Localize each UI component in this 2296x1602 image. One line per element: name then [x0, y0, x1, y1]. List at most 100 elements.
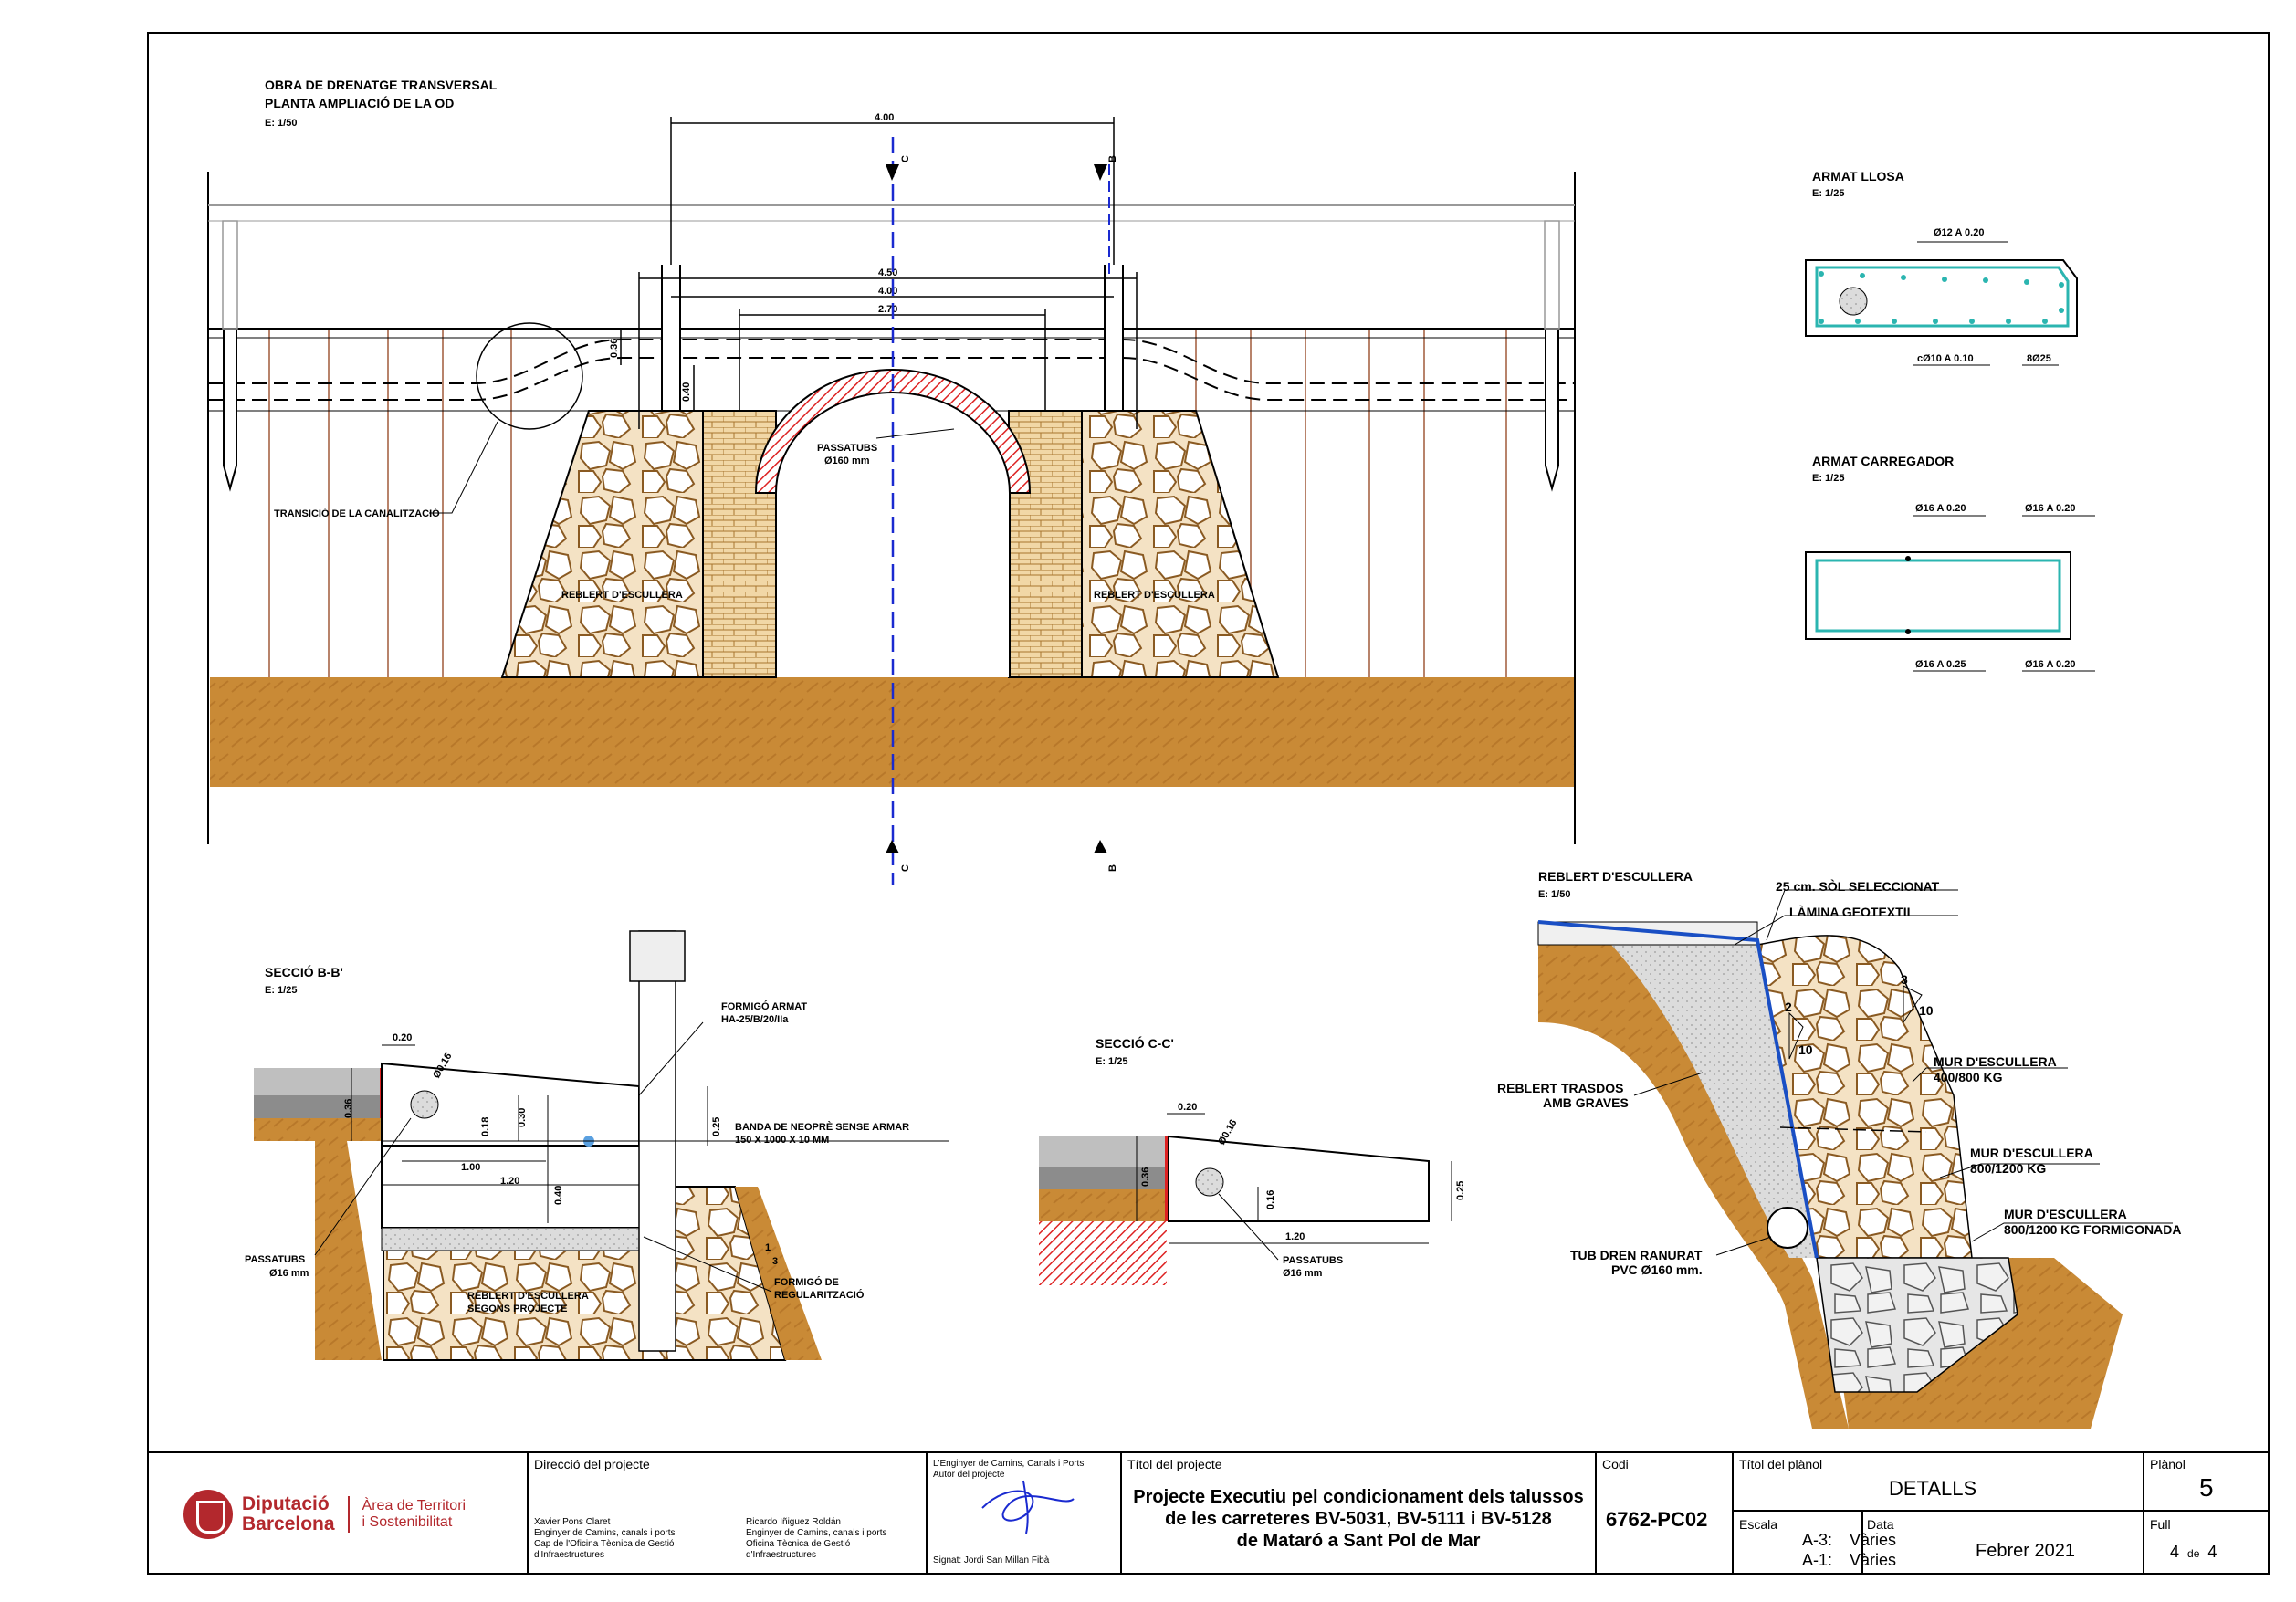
section-b-label-bottom: B	[1107, 864, 1118, 872]
carregador-top-left: Ø16 A 0.20	[1915, 503, 1966, 514]
plan-title-line2: PLANTA AMPLIACIÓ DE LA OD	[265, 95, 454, 110]
bb-beam	[381, 1145, 643, 1229]
cc-soil	[1039, 1189, 1167, 1221]
reblert-slope-2: 2	[1785, 1000, 1792, 1014]
diputacio-shield-icon	[183, 1489, 233, 1539]
title-block-plano-cell: Títol del plànol DETALLS Escala A-3: Vàr…	[1734, 1453, 2144, 1575]
cc-d020: 0.20	[1178, 1102, 1197, 1113]
person2-name: Ricardo Iñiguez Roldán	[746, 1517, 841, 1527]
reblert-trasdos-gravel	[1611, 945, 1817, 1258]
cc-d025: 0.25	[1455, 1181, 1466, 1200]
reblert-mur3b: 800/1200 KG FORMIGONADA	[2004, 1222, 2182, 1237]
plano-title: DETALLS	[1889, 1477, 1977, 1500]
cc-hatch	[1039, 1221, 1167, 1285]
plan-transition-circle	[476, 322, 583, 430]
reblert-sol: 25 cm. SÒL SELECCIONAT	[1776, 878, 1940, 894]
bb-d036: 0.36	[343, 1099, 354, 1118]
cc-scale: E: 1/25	[1096, 1056, 1127, 1067]
reblert-slope-10a: 10	[1919, 1003, 1934, 1018]
llosa-rebar-top: Ø12 A 0.20	[1934, 227, 1984, 238]
cc-passatubs: PASSATUBS	[1283, 1255, 1343, 1266]
full-b: 4	[2207, 1543, 2217, 1561]
reblert-mur3a: MUR D'ESCULLERA	[2004, 1207, 2127, 1221]
bb-road-base	[254, 1095, 382, 1118]
bb-passatubs-leader	[314, 1117, 412, 1256]
reblert-leaders	[1633, 889, 2173, 1256]
person1-l1: Enginyer de Camins, canals i ports	[534, 1528, 676, 1538]
cc-d016: 0.16	[1265, 1190, 1276, 1209]
reblert-trasdos2: AMB GRAVES	[1543, 1095, 1629, 1110]
org-logo: Diputació Barcelona Àrea de Territori i …	[147, 1453, 527, 1575]
cc-slab	[1168, 1135, 1430, 1222]
carregador-dot-top	[1905, 556, 1911, 561]
llosa-rebar-bottom: cØ10 A 0.10	[1917, 353, 1974, 364]
section-c-arrow-top	[886, 164, 899, 181]
section-b-label-top: B	[1107, 155, 1118, 162]
person2-l3: d'Infraestructures	[746, 1550, 816, 1560]
drawing-sheet-frame	[147, 32, 2270, 1575]
llosa-rebar-dots	[1819, 271, 2064, 324]
cc-d036: 0.36	[1140, 1167, 1151, 1187]
bb-d020: 0.20	[393, 1032, 412, 1043]
person1-l3: d'Infraestructures	[534, 1550, 604, 1560]
signat: Signat: Jordi San Millan Fibà	[933, 1555, 1050, 1565]
title-block-autor-cell: L'Enginyer de Camins, Canals i Ports Aut…	[928, 1453, 1122, 1575]
plan-passatubs-leader	[875, 428, 955, 439]
org-name-line1: Diputació	[242, 1492, 330, 1514]
cc-passatubs-dia: Ø16 mm	[1283, 1268, 1323, 1279]
title-block-logo-cell: Diputació Barcelona Àrea de Territori i …	[147, 1453, 529, 1575]
cc-pipe	[1195, 1167, 1224, 1197]
bb-guardrail-head	[629, 930, 686, 982]
plan-dim-040: 0.40	[681, 382, 692, 402]
data-value: Febrer 2021	[1976, 1541, 2075, 1561]
plan-road-lines	[208, 204, 1575, 412]
bb-formigo-spec: HA-25/B/20/IIa	[721, 1014, 789, 1025]
plan-guardrail-posts	[222, 220, 1560, 330]
cc-d120: 1.20	[1285, 1231, 1305, 1242]
bb-banda-line2: 150 X 1000 X 10 MM	[735, 1135, 829, 1146]
section-b-arrow-bottom	[1094, 840, 1107, 853]
reblert-geotextil-label: LÀMINA GEOTEXTIL	[1789, 905, 1915, 919]
bb-d018: 0.18	[480, 1117, 491, 1136]
bb-slope-3: 3	[772, 1256, 778, 1267]
org-sub-line1: Àrea de Territori	[362, 1497, 467, 1513]
full-a: 4	[2170, 1543, 2180, 1561]
reblert-drain-pipe	[1767, 1207, 1808, 1249]
escala-a3: A-3:	[1802, 1531, 1833, 1549]
bb-slope-1: 1	[765, 1242, 771, 1253]
bb-d100: 1.00	[461, 1162, 480, 1173]
reblert-tub2: PVC Ø160 mm.	[1611, 1262, 1703, 1277]
logo-separator	[347, 1495, 350, 1533]
reblert-scale: E: 1/50	[1538, 889, 1570, 900]
llosa-title: ARMAT LLOSA	[1812, 169, 1904, 183]
llosa-scale: E: 1/25	[1812, 188, 1844, 199]
plan-label-transicio: TRANSICIÓ DE LA CANALITZACIÓ	[274, 508, 440, 519]
bb-banda-line1: BANDA DE NEOPRÈ SENSE ARMAR	[735, 1121, 909, 1133]
plan-dim-270: 2.70	[878, 304, 897, 315]
bb-d030: 0.30	[517, 1108, 528, 1127]
codi-value: 6762-PC02	[1606, 1508, 1708, 1531]
reblert-mur1b: 400/800 KG	[1934, 1070, 2003, 1084]
plan-arch-opening	[775, 392, 1011, 677]
bb-soil-right	[735, 1187, 822, 1360]
reblert-trasdos1: REBLERT TRASDOS	[1497, 1081, 1623, 1095]
bb-pipe	[410, 1090, 439, 1119]
bb-d120: 1.20	[500, 1176, 519, 1187]
proj-line2: de les carreteres BV-5031, BV-5111 i BV-…	[1165, 1509, 1552, 1529]
org-sub-line2: i Sostenibilitat	[362, 1513, 453, 1530]
bb-formigo-armat: FORMIGÓ ARMAT	[721, 1000, 807, 1012]
bb-reg-leader	[643, 1236, 772, 1293]
person1-name: Xavier Pons Claret	[534, 1517, 611, 1527]
title-block-project-cell: Títol del projecte Projecte Executiu pel…	[1122, 1453, 1597, 1575]
plan-dim-036: 0.36	[609, 339, 620, 358]
org-name-line2: Barcelona	[242, 1513, 335, 1534]
plan-label-passatubs: PASSATUBS	[817, 443, 877, 454]
reblert-slope-3: 3	[1901, 972, 1908, 987]
bb-formigo-leader	[638, 1021, 704, 1096]
bb-regularitzacio	[381, 1227, 643, 1251]
autor-l2: Autor del projecte	[933, 1470, 1005, 1480]
carregador-scale: E: 1/25	[1812, 473, 1844, 484]
reblert-mur1a: MUR D'ESCULLERA	[1934, 1054, 2057, 1069]
escala-a3-value: Vàries	[1850, 1531, 1897, 1549]
